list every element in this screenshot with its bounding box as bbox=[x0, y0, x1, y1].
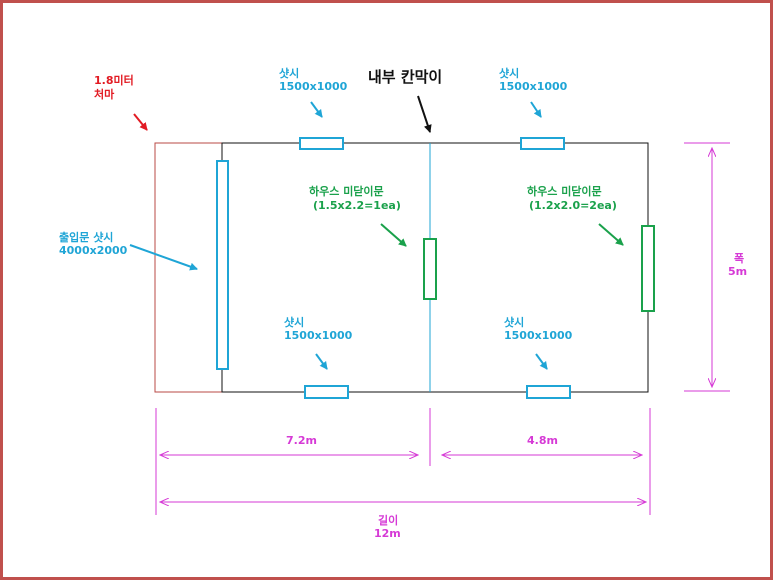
sash-top-left-label-line1: 샷시 bbox=[279, 66, 299, 80]
length-label-line2: 12m bbox=[374, 527, 401, 540]
width-label-line1: 폭 bbox=[734, 252, 744, 265]
partition-label: 내부 칸막이 bbox=[368, 68, 442, 86]
sash-top-right bbox=[520, 137, 565, 150]
sash-top-right-arrow bbox=[530, 101, 542, 118]
eave-label-line1: 1.8미터 bbox=[94, 73, 134, 87]
sash-top-right-label-line2: 1500x1000 bbox=[499, 80, 568, 93]
door-right-label-line2: (1.2x2.0=2ea) bbox=[529, 199, 617, 212]
door-left-label-line1: 하우스 미닫이문 bbox=[309, 184, 384, 198]
sliding-door-right bbox=[641, 225, 655, 312]
sash-bottom-right-label-line2: 1500x1000 bbox=[504, 329, 573, 342]
sash-bottom-right-label-line1: 샷시 bbox=[504, 315, 524, 329]
entrance-label-line2: 4000x2000 bbox=[59, 244, 128, 257]
sash-top-right-label-line1: 샷시 bbox=[499, 66, 519, 80]
entrance-arrow bbox=[129, 244, 198, 271]
dimension-label-right: 4.8m bbox=[527, 434, 558, 447]
sash-bottom-right bbox=[526, 385, 571, 399]
sash-bottom-right-arrow bbox=[535, 353, 548, 370]
sash-bottom-left bbox=[304, 385, 349, 399]
sash-bottom-left-label-line2: 1500x1000 bbox=[284, 329, 353, 342]
eave-area bbox=[154, 142, 223, 393]
door-right-arrow bbox=[598, 223, 624, 246]
sash-top-left bbox=[299, 137, 344, 150]
door-left-arrow bbox=[380, 223, 407, 247]
eave-label-line2: 처마 bbox=[94, 87, 115, 101]
eave-arrow bbox=[133, 113, 148, 131]
partition-arrow bbox=[417, 95, 432, 133]
entrance-sash bbox=[216, 160, 229, 370]
length-label-line1: 길이 bbox=[378, 513, 398, 527]
door-right-label-line1: 하우스 미닫이문 bbox=[527, 184, 602, 198]
width-label-line2: 5m bbox=[728, 265, 747, 278]
sliding-door-left bbox=[423, 238, 437, 300]
door-left-label-line2: (1.5x2.2=1ea) bbox=[313, 199, 401, 212]
sash-bottom-left-label-line1: 샷시 bbox=[284, 315, 304, 329]
sash-top-left-arrow bbox=[310, 101, 323, 118]
entrance-label-line1: 출입문 샷시 bbox=[59, 230, 113, 244]
dimension-label-left: 7.2m bbox=[286, 434, 317, 447]
sash-bottom-left-arrow bbox=[315, 353, 328, 370]
sash-top-left-label-line2: 1500x1000 bbox=[279, 80, 348, 93]
